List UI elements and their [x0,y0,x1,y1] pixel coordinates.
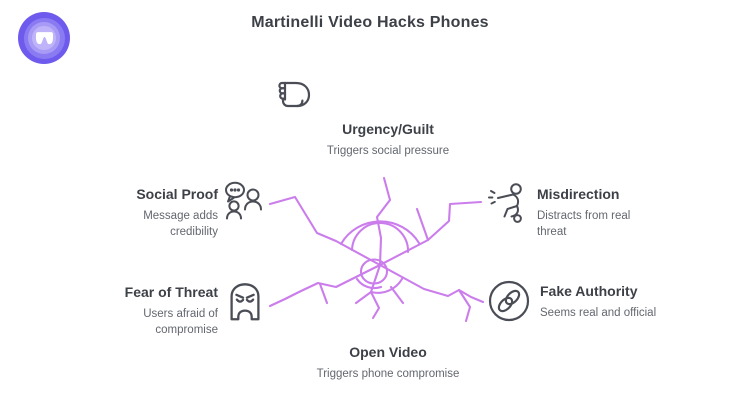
node-misdirection: Misdirection Distracts from real threat [486,181,656,240]
node-subtitle: Message adds credibility [143,210,218,238]
node-subtitle: Users afraid of compromise [143,308,218,336]
tooth-icon [35,31,53,44]
logo-ring-outer [23,17,65,59]
node-fake-authority: Fake Authority Seems real and official [486,278,676,324]
people-chat-icon [223,181,267,223]
node-fear-of-threat: Fear of Threat Users afraid of compromis… [112,279,268,338]
node-title: Fake Authority [540,283,638,299]
node-title: Open Video [349,344,427,360]
page-title: Martinelli Video Hacks Phones [251,14,489,31]
node-title: Social Proof [136,186,218,202]
interlocked-rings-icon [486,278,532,324]
node-subtitle: Triggers social pressure [326,145,450,158]
node-subtitle: Seems real and official [540,307,657,320]
node-open-video: Open Video Triggers phone compromise [255,344,521,383]
node-social-proof: Social Proof Message adds credibility [112,181,268,240]
fist-icon [270,76,506,114]
node-title: Misdirection [537,186,620,202]
node-title: Fear of Threat [124,284,218,300]
angry-ghost-icon [223,279,267,325]
brand-logo[interactable] [18,12,70,64]
node-subtitle: Triggers phone compromise [316,368,460,381]
logo-ring-inner [28,22,60,54]
node-title: Urgency/Guilt [342,121,434,137]
node-urgency-guilt: Urgency/Guilt Triggers social pressure [270,76,506,160]
node-subtitle: Distracts from real threat [537,210,631,238]
pointing-person-icon [486,181,530,227]
logo-core [32,26,56,50]
